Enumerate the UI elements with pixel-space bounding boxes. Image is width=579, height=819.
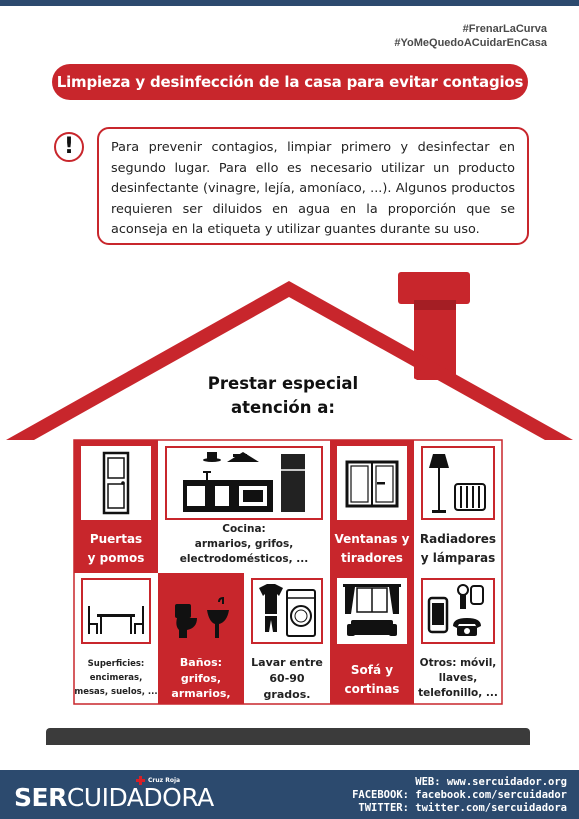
sercuidadora-logo: SERCUIDADORA [14, 784, 214, 812]
item-others-line-1: Otros: móvil, [419, 657, 497, 669]
item-kitchen-line-3: electrodomésticos, ... [179, 553, 309, 565]
item-laundry-line-1: Lavar entre [251, 656, 323, 669]
sofa-curtains-icon [337, 578, 407, 644]
item-sofa-line-2: cortinas [344, 682, 400, 696]
item-windows: Ventanas y tiradores [330, 440, 414, 573]
item-kitchen-line-2: armarios, grifos, [194, 538, 294, 550]
door-icon [81, 446, 151, 520]
item-sofa-line-1: Sofá y [350, 663, 394, 677]
item-surfaces-line-1: Superficies: [87, 659, 145, 669]
item-bathrooms-line-1: Baños: grifos, [179, 656, 223, 685]
footer [0, 770, 579, 819]
heading-line-1: Prestar especial [207, 374, 359, 393]
phone-keys-icon [421, 578, 495, 644]
item-doors-line-1: Puertas [89, 532, 143, 546]
heading-line-2: atención a: [231, 398, 335, 417]
info-box: Para prevenir contagios, limpiar primero… [97, 127, 529, 245]
kitchen-icon [165, 446, 323, 520]
red-cross-icon [136, 776, 145, 785]
washing-machine-icon [251, 578, 323, 644]
item-doors: Puertas y pomos [74, 440, 158, 573]
radiator-lamp-icon [421, 446, 495, 520]
hashtag-frenar: #FrenarLaCurva [462, 23, 547, 35]
hashtag-quedo: #YoMeQuedoACuidarEnCasa [394, 37, 547, 49]
attention-heading: Prestar especial atención a: [150, 372, 416, 420]
item-radiators: Radiadores y lámparas [414, 440, 502, 573]
item-others: Otros: móvil, llaves, telefonillo, ... [414, 573, 502, 704]
logo-ser: SER [14, 783, 67, 812]
web-link[interactable]: WEB: www.sercuidador.org [415, 776, 567, 788]
item-bathrooms: Baños: grifos, armarios, WC, ... [158, 573, 244, 716]
item-sofa: Sofá y cortinas [330, 573, 414, 704]
item-kitchen-line-1: Cocina: [222, 523, 266, 535]
info-text: Para prevenir contagios, limpiar primero… [111, 140, 515, 237]
item-doors-line-2: y pomos [87, 551, 145, 565]
window-icon [337, 446, 407, 520]
toilet-sink-icon [165, 578, 237, 644]
table-chairs-icon [81, 578, 151, 644]
warning-icon: ! [54, 132, 84, 162]
facebook-link[interactable]: FACEBOOK: facebook.com/sercuidador [352, 789, 567, 801]
item-surfaces-line-3: mesas, suelos, ... [74, 687, 158, 697]
item-surfaces: Superficies: encimeras, mesas, suelos, .… [74, 573, 158, 704]
item-bathrooms-line-2: armarios, [171, 687, 231, 700]
item-radiators-line-2: y lámparas [420, 551, 496, 565]
cruz-roja-label: Cruz Roja [148, 777, 181, 784]
item-windows-line-1: Ventanas y [334, 532, 410, 546]
item-surfaces-line-2: encimeras, [89, 673, 143, 683]
warning-symbol: ! [63, 134, 75, 159]
item-others-line-3: telefonillo, ... [418, 687, 498, 699]
top-bar [0, 0, 579, 6]
house-floor [46, 728, 530, 745]
item-laundry: Lavar entre 60-90 grados. [244, 573, 330, 704]
page-title: Limpieza y desinfección de la casa para … [52, 64, 528, 100]
item-radiators-line-1: Radiadores [419, 532, 497, 546]
item-windows-line-2: tiradores [341, 551, 403, 565]
logo-cuidadora: CUIDADORA [66, 783, 214, 812]
item-others-line-2: llaves, [438, 672, 478, 684]
twitter-link[interactable]: TWITTER: twitter.com/sercuidadora [358, 802, 567, 814]
item-laundry-line-3: grados. [263, 688, 311, 701]
social-links: WEB: www.sercuidador.org FACEBOOK: faceb… [352, 776, 567, 815]
item-kitchen: Cocina: armarios, grifos, electrodomésti… [158, 440, 330, 573]
item-laundry-line-2: 60-90 [269, 672, 305, 685]
hashtags: #FrenarLaCurva #YoMeQuedoACuidarEnCasa [394, 22, 547, 50]
item-bathrooms-line-3: WC, ... [180, 702, 222, 716]
